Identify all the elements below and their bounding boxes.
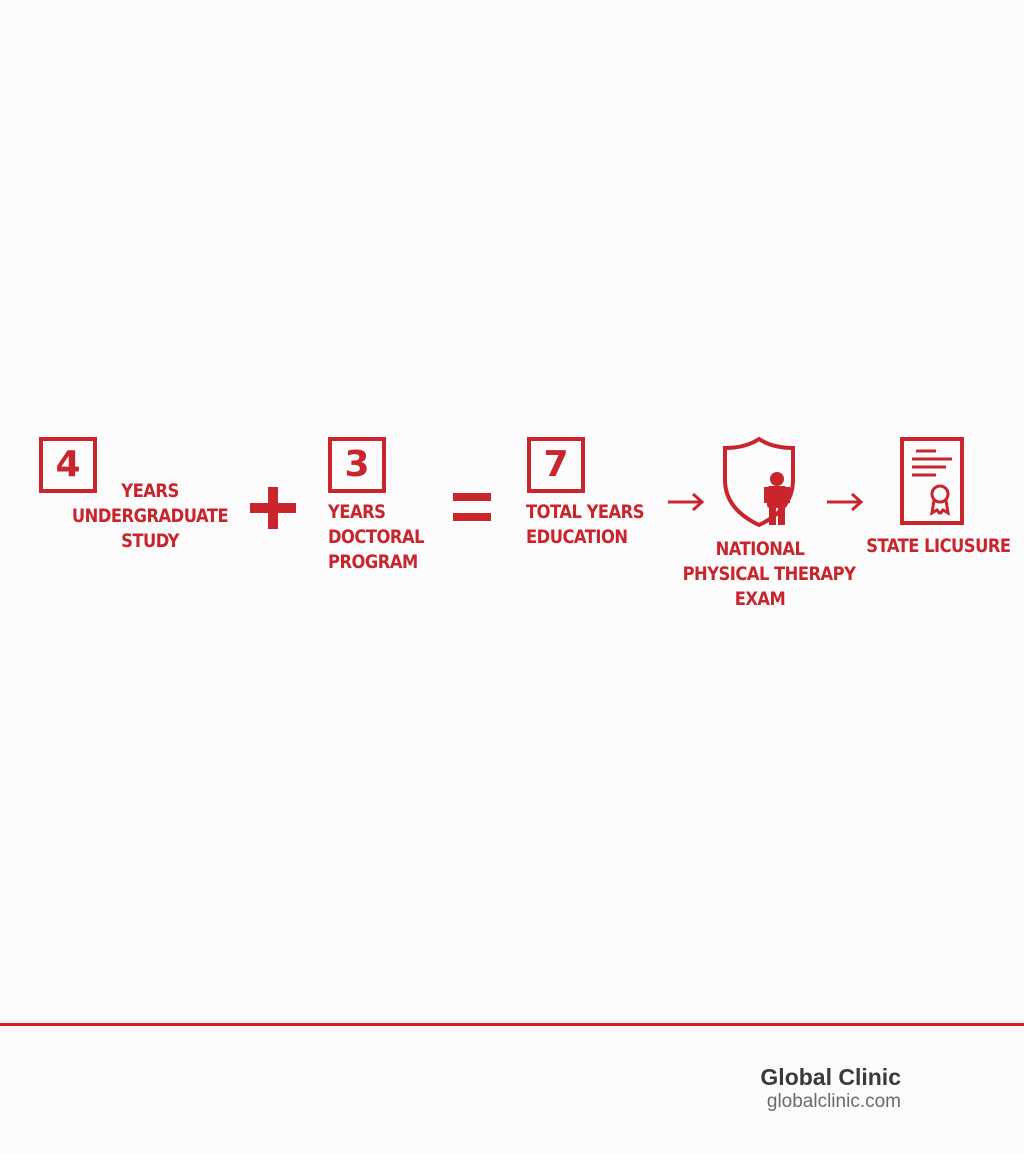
label-total-education: TOTAL YEARS EDUCATION <box>526 500 655 550</box>
arrow-right-icon <box>827 492 864 512</box>
number-box-3: 3 <box>328 437 386 493</box>
label-line: NATIONAL <box>715 538 805 560</box>
label-line: EXAM <box>734 588 786 610</box>
equals-icon <box>453 493 491 523</box>
label-line: UNDERGRADUATE <box>71 505 229 527</box>
number-box-4: 4 <box>39 437 97 493</box>
brand-url[interactable]: globalclinic.com <box>766 1091 901 1112</box>
footer-divider <box>0 1023 1024 1026</box>
brand-block: Global Clinic globalclinic.com <box>760 1064 901 1113</box>
label-line: STATE LICUSURE <box>866 535 1011 557</box>
label-line: PROGRAM <box>328 551 418 573</box>
label-line: STUDY <box>121 530 179 552</box>
label-line: DOCTORAL <box>328 526 425 548</box>
label-state-licensure: STATE LICUSURE <box>866 534 1011 559</box>
label-line: YEARS <box>328 501 386 523</box>
label-line: TOTAL YEARS <box>526 501 644 523</box>
shield-person-icon <box>723 436 795 528</box>
certificate-icon <box>900 437 964 525</box>
brand-name: Global Clinic <box>760 1064 901 1090</box>
plus-icon <box>250 487 296 529</box>
label-undergraduate: YEARS UNDERGRADUATE STUDY <box>38 479 262 554</box>
label-line: YEARS <box>121 480 179 502</box>
arrow-right-icon <box>668 492 705 512</box>
label-national-exam: NATIONAL PHYSICAL THERAPY EXAM <box>682 537 856 612</box>
label-doctoral: YEARS DOCTORAL PROGRAM <box>328 500 440 575</box>
number-box-7: 7 <box>527 437 585 493</box>
label-line: PHYSICAL THERAPY <box>682 563 856 585</box>
label-line: EDUCATION <box>526 526 628 548</box>
